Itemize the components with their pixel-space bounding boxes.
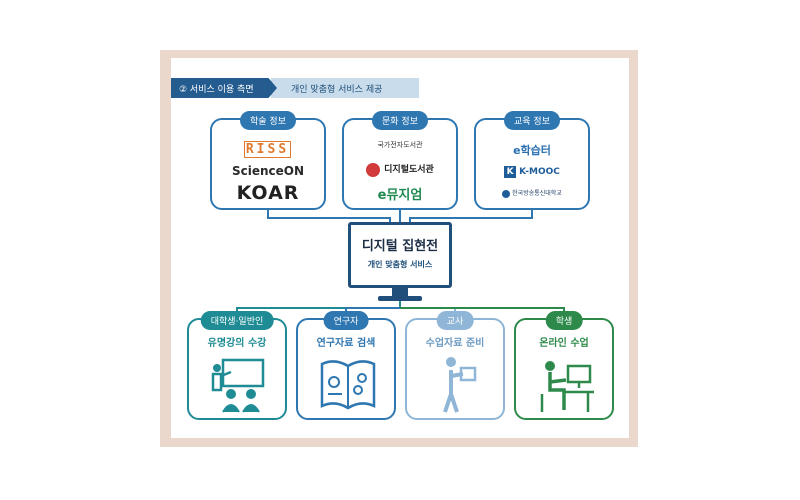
knou-emblem-icon xyxy=(502,189,511,198)
knou-logo: 한국방송통신대학교 xyxy=(476,188,588,198)
monitor-stand xyxy=(392,288,408,296)
ehakseupteo-logo: e학습터 xyxy=(476,142,588,158)
section-header: ② 서비스 이용 측면 개인 맞춤형 서비스 제공 xyxy=(171,78,419,98)
lecture-icon xyxy=(211,358,265,413)
monitor-screen: 디지털 집현전 개인 맞춤형 서비스 xyxy=(348,222,452,288)
kmooc-k-icon: K xyxy=(504,166,517,178)
user-action: 유명강의 수강 xyxy=(207,338,267,349)
digital-library-text: 디지털도서관 xyxy=(384,165,434,175)
user-box-teacher: 교사 수업자료 준비 xyxy=(405,311,505,420)
koar-logo: KOAR xyxy=(212,182,324,204)
scienceon-logo: ScienceON xyxy=(212,164,324,178)
knou-text: 한국방송통신대학교 xyxy=(512,190,562,197)
national-library-text: 국가전자도서관 xyxy=(377,141,423,149)
center-title: 디지털 집현전 xyxy=(361,239,439,254)
user-action: 연구자료 검색 xyxy=(316,338,376,349)
user-role: 학생 xyxy=(545,311,583,330)
source-label: 문화 정보 xyxy=(372,111,428,130)
riss-text: RISS xyxy=(243,141,292,158)
student-computer-icon xyxy=(540,361,594,412)
header-subtitle: 개인 맞춤형 서비스 제공 xyxy=(271,78,419,98)
book-icon xyxy=(320,360,376,410)
user-box-researcher: 연구자 연구자료 검색 xyxy=(296,311,396,420)
user-action: 수업자료 준비 xyxy=(425,338,485,349)
scienceon-text: ScienceON xyxy=(231,164,305,178)
user-role: 교사 xyxy=(436,311,474,330)
user-box-university: 대학생·일반인 유명강의 수강 xyxy=(187,311,287,420)
riss-logo: RISS xyxy=(212,141,324,158)
emuseum-text: e뮤지엄 xyxy=(377,188,423,203)
koar-text: KOAR xyxy=(236,182,300,204)
user-box-student: 학생 온라인 수업 xyxy=(514,311,614,420)
teacher-icon xyxy=(443,357,477,413)
user-action: 온라인 수업 xyxy=(539,338,589,349)
source-box-academic: 학술 정보 RISS ScienceON KOAR xyxy=(210,111,326,210)
source-label: 학술 정보 xyxy=(240,111,296,130)
source-box-culture: 문화 정보 국가전자도서관 디지털도서관 e뮤지엄 xyxy=(342,111,458,210)
source-label: 교육 정보 xyxy=(504,111,560,130)
ehakseupteo-text: e학습터 xyxy=(513,144,551,157)
kmooc-text: K-MOOC xyxy=(519,167,560,177)
library-dot-icon xyxy=(366,162,381,177)
national-library-logo: 국가전자도서관 xyxy=(344,140,456,150)
user-role: 연구자 xyxy=(323,311,369,330)
monitor-base xyxy=(378,296,422,301)
digital-library-logo: 디지털도서관 xyxy=(344,162,456,177)
header-tag: ② 서비스 이용 측면 xyxy=(171,78,277,98)
emuseum-logo: e뮤지엄 xyxy=(344,184,456,203)
user-role: 대학생·일반인 xyxy=(200,311,274,330)
center-subtitle: 개인 맞춤형 서비스 xyxy=(367,260,433,269)
